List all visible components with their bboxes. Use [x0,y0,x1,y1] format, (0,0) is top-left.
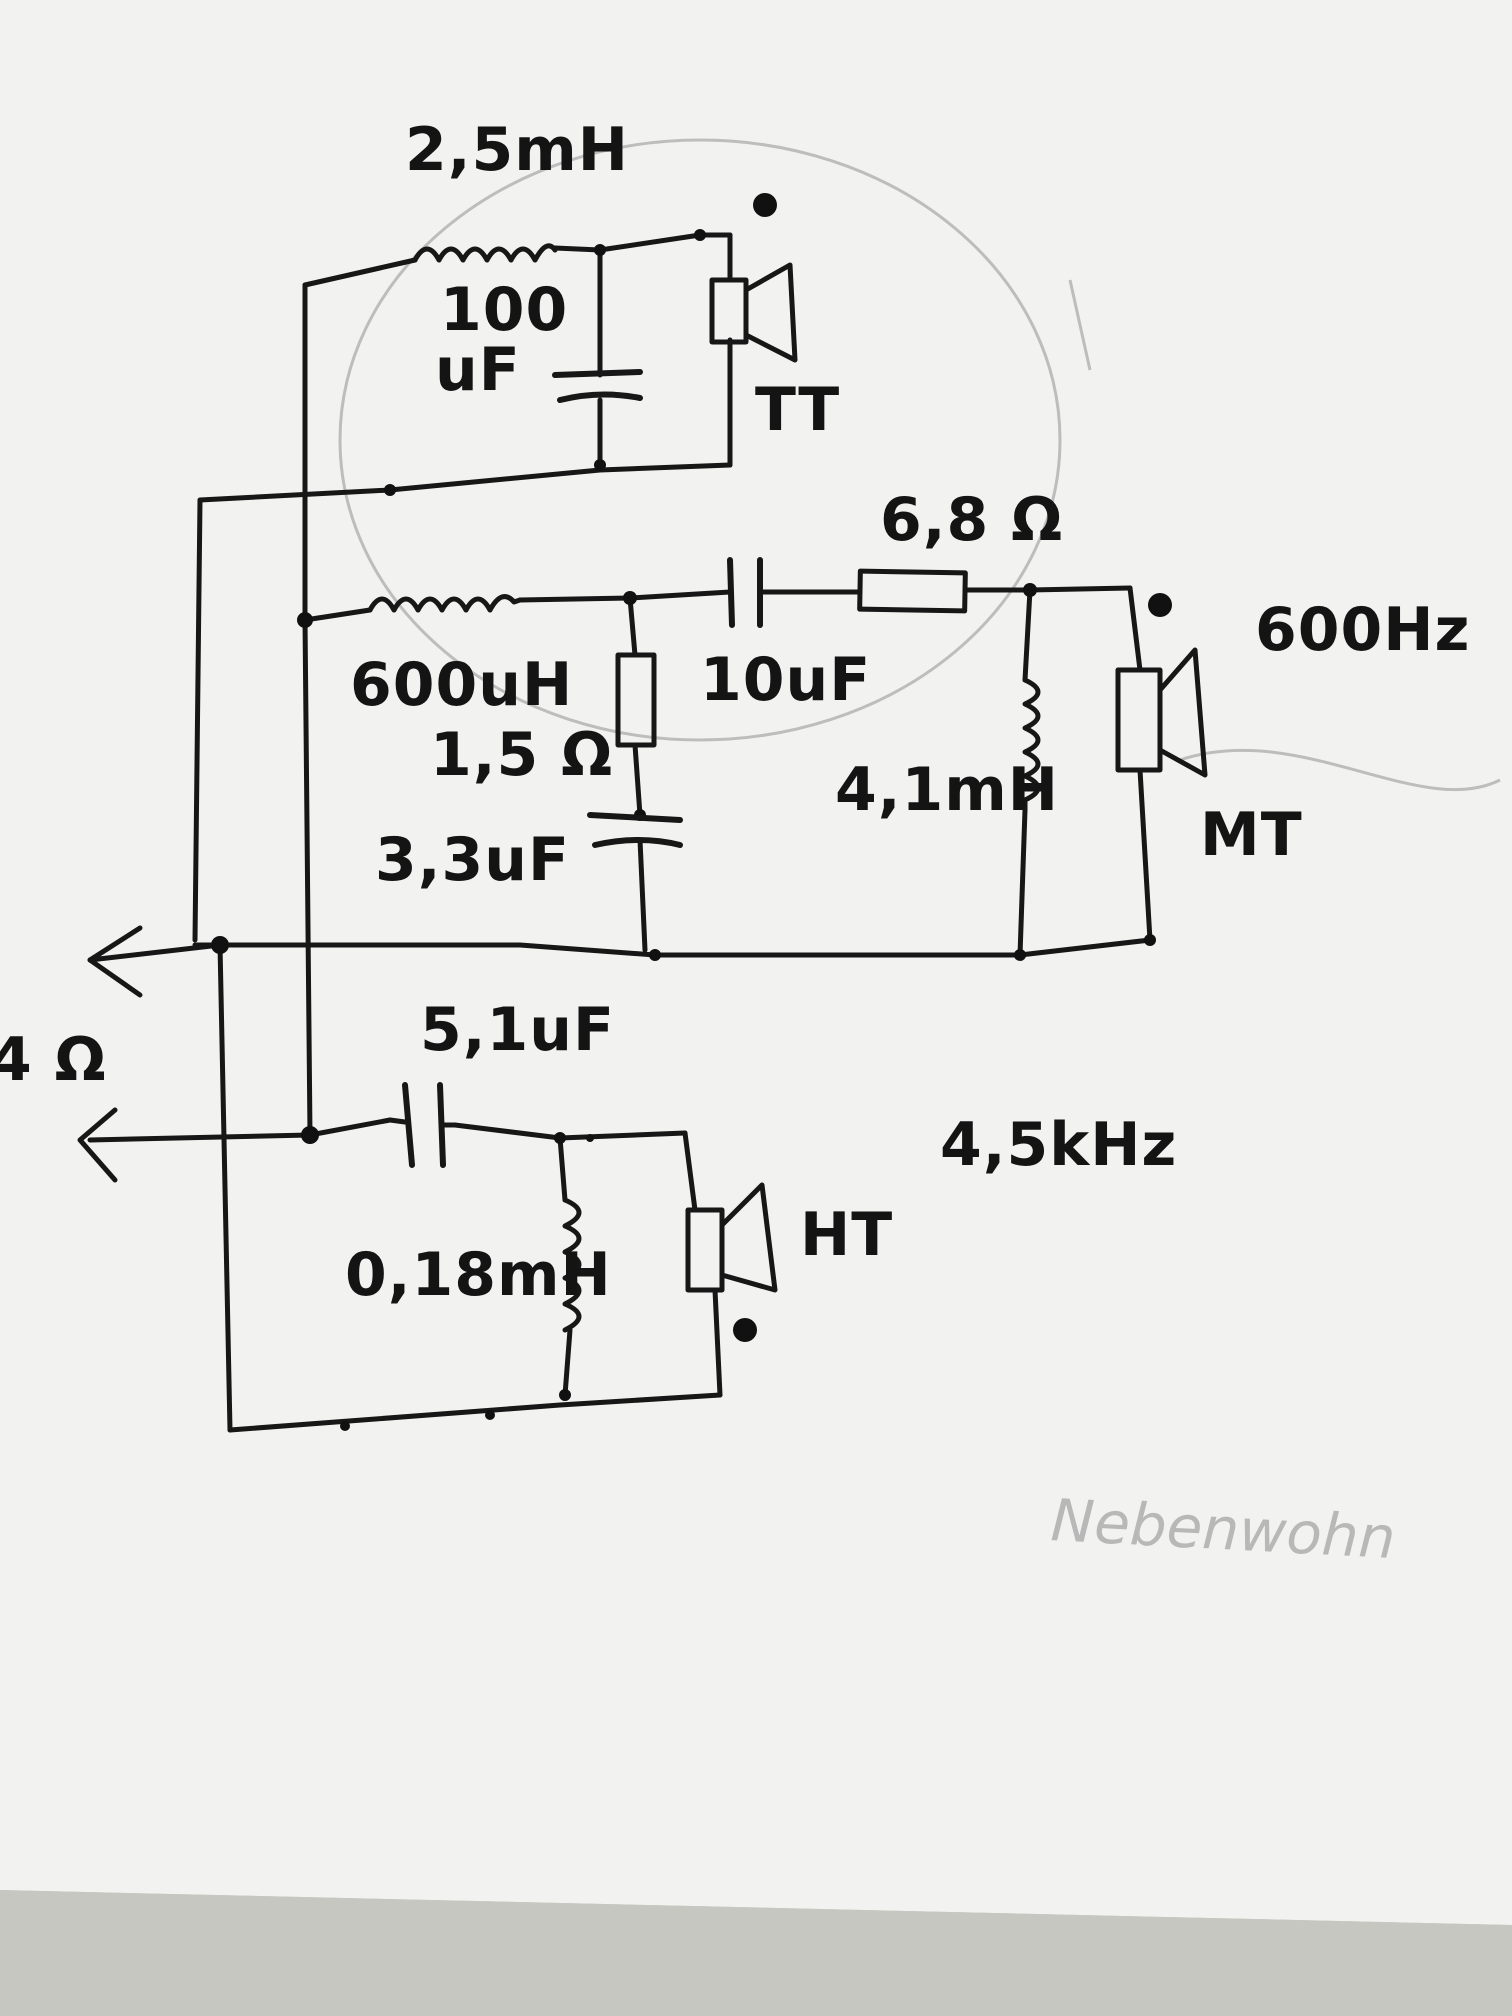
tt-capacitor-symbol [552,369,643,403]
ht-polarity-dot [733,1318,757,1342]
label-tt-inductor: 2,5mH [405,115,629,185]
zobel-resistor-symbol [615,652,657,748]
label-mt-cap: 10uF [700,645,871,715]
labels: 2,5mH 100 uF TT 6,8 Ω 600Hz 600uH 10uF 1… [0,115,1470,1310]
mt-speaker-symbol [1115,647,1208,778]
ht-inductor-symbol [562,1197,582,1333]
label-zobel-cap: 3,3uF [375,825,570,895]
ht-speaker-symbol [685,1182,778,1293]
label-mt-shunt-inductor: 4,1mH [835,755,1059,825]
wires [77,232,1153,1433]
paper [0,0,1512,1925]
label-mt-inductor: 600uH [350,650,573,720]
label-mt-freq: 600Hz [1255,595,1470,665]
mt-shunt-inductor-symbol [1022,677,1041,813]
tt-polarity-dot [753,193,777,217]
ht-capacitor-symbol [387,1082,458,1168]
tt-speaker-symbol [709,262,798,363]
mt-inductor-symbol [367,594,523,613]
label-impedance: 4 Ω [0,1025,107,1095]
label-zobel-resistor: 1,5 Ω [430,720,613,790]
zobel-capacitor-symbol [587,812,683,848]
tt-inductor-symbol [412,243,558,263]
label-ht-freq: 4,5kHz [940,1110,1177,1180]
label-ht-inductor: 0,18mH [345,1240,612,1310]
label-ht-driver: HT [800,1200,893,1270]
paper-shadow [0,1890,1512,2016]
label-tt-cap-unit: uF [435,335,521,405]
mt-polarity-dot [1148,593,1172,617]
label-tt-cap-value: 100 [440,275,568,345]
resistor-6-8-symbol [857,568,968,614]
label-tt-driver: TT [755,375,840,445]
mt-capacitor-symbol [727,557,763,628]
junction-dots [211,229,1156,1431]
label-resistor-6-8: 6,8 Ω [880,485,1063,555]
label-mt-driver: MT [1200,800,1303,870]
label-ht-cap: 5,1uF [420,995,615,1065]
